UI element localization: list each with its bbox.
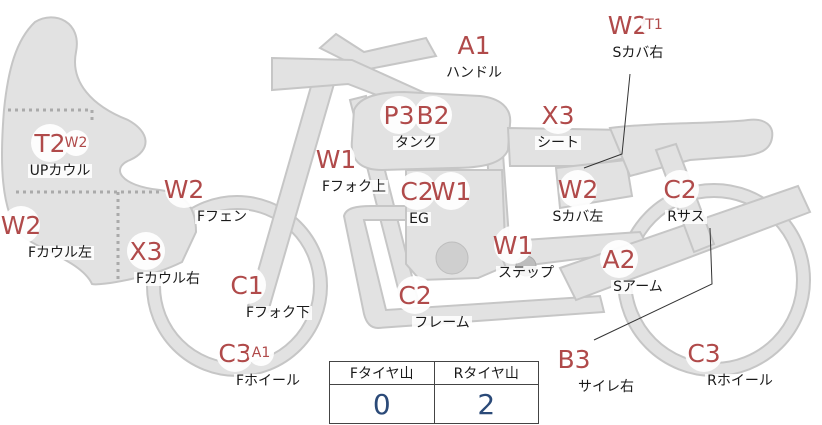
rear-fender-shape bbox=[608, 118, 774, 178]
condition-code: W1 bbox=[431, 172, 471, 210]
condition-code: B3 bbox=[555, 340, 593, 378]
front-tread-value: 0 bbox=[329, 384, 435, 424]
condition-code: X3 bbox=[127, 232, 165, 270]
condition-subcode: A1 bbox=[248, 340, 274, 366]
part-f-cowl-right[interactable]: X3 Fカウル右 bbox=[108, 232, 228, 286]
condition-code: C1 bbox=[228, 266, 266, 304]
cowl-divider-line bbox=[8, 108, 94, 120]
part-label: Fホイール bbox=[233, 373, 303, 389]
condition-subcode: W2 bbox=[63, 130, 89, 156]
condition-code: C2 bbox=[396, 276, 434, 314]
condition-code: W2 bbox=[608, 6, 648, 44]
part-label: フレーム bbox=[412, 315, 472, 331]
part-label: Fカウル右 bbox=[133, 271, 203, 287]
rear-tread-label: Rタイヤ山 bbox=[433, 361, 539, 385]
part-label: Sカバ左 bbox=[550, 209, 606, 225]
part-f-wheel[interactable]: C3 A1 Fホイール bbox=[208, 334, 328, 388]
tire-tread-table: Fタイヤ山 Rタイヤ山 0 2 bbox=[329, 361, 539, 424]
part-label: Sアーム bbox=[611, 279, 665, 295]
leader-line-r-suspension bbox=[593, 227, 713, 341]
part-label: Rホイール bbox=[705, 373, 775, 389]
part-label: タンク bbox=[393, 135, 439, 151]
condition-code: C3 bbox=[216, 334, 254, 372]
condition-code: C2 bbox=[398, 172, 436, 210]
condition-code: W1 bbox=[316, 140, 356, 178]
condition-code: B2 bbox=[414, 96, 452, 134]
condition-code: X3 bbox=[539, 96, 577, 134]
condition-code: C2 bbox=[661, 170, 699, 208]
leader-line-s-cover-right bbox=[583, 73, 631, 169]
condition-code: T2 bbox=[31, 124, 69, 162]
part-f-fork-lower[interactable]: C1 Fフォク下 bbox=[218, 266, 338, 320]
part-f-fork-upper[interactable]: W1 Fフォク上 bbox=[276, 140, 396, 194]
engine-cover-shape bbox=[435, 241, 469, 275]
part-engine[interactable]: C2 W1 EG bbox=[374, 172, 494, 226]
cowl-shape bbox=[1, 16, 198, 286]
part-label: UPカウル bbox=[27, 163, 93, 179]
part-label: EG bbox=[407, 211, 431, 227]
condition-code: W2 bbox=[164, 170, 204, 208]
part-handle[interactable]: A1 ハンドル bbox=[414, 26, 534, 80]
part-s-cover-right[interactable]: W2 T1 Sカバ右 bbox=[578, 6, 698, 60]
frame-loop-shape bbox=[342, 205, 606, 330]
condition-code: W2 bbox=[558, 170, 598, 208]
condition-code: P3 bbox=[380, 96, 418, 134]
part-s-cover-left[interactable]: W2 Sカバ左 bbox=[518, 170, 638, 224]
part-silencer-right[interactable]: B3 サイレ右 bbox=[546, 340, 666, 394]
part-up-cowl[interactable]: T2 W2 UPカウル bbox=[0, 124, 120, 178]
rear-tread-value: 2 bbox=[433, 384, 539, 424]
part-label: ステップ bbox=[496, 265, 556, 281]
condition-code: A2 bbox=[600, 240, 638, 278]
condition-code: C3 bbox=[685, 334, 723, 372]
part-label: ハンドル bbox=[444, 65, 504, 81]
part-label: シート bbox=[535, 135, 581, 151]
part-s-arm[interactable]: A2 Sアーム bbox=[578, 240, 698, 294]
condition-code: W2 bbox=[1, 206, 41, 244]
part-r-suspension[interactable]: C2 Rサス bbox=[620, 170, 740, 224]
condition-code: A1 bbox=[455, 26, 493, 64]
part-label: Fフェン bbox=[194, 209, 250, 225]
part-label: Rサス bbox=[665, 209, 707, 225]
part-seat[interactable]: X3 シート bbox=[498, 96, 618, 150]
condition-subcode: T1 bbox=[641, 12, 667, 38]
part-label: Fフォク下 bbox=[243, 305, 313, 321]
part-label: サイレ右 bbox=[576, 379, 636, 395]
part-f-fender[interactable]: W2 Fフェン bbox=[158, 170, 278, 224]
part-step[interactable]: W1 ステップ bbox=[466, 226, 586, 280]
front-tread-label: Fタイヤ山 bbox=[329, 361, 435, 385]
part-label: Fカウル左 bbox=[25, 245, 95, 261]
part-f-cowl-left[interactable]: W2 Fカウル左 bbox=[0, 206, 120, 260]
part-label: Fフォク上 bbox=[319, 179, 389, 195]
part-frame[interactable]: C2 フレーム bbox=[382, 276, 502, 330]
part-label: Sカバ右 bbox=[610, 45, 666, 61]
part-tank[interactable]: P3 B2 タンク bbox=[356, 96, 476, 150]
condition-code: W1 bbox=[493, 226, 533, 264]
part-r-wheel[interactable]: C3 Rホイール bbox=[680, 334, 800, 388]
